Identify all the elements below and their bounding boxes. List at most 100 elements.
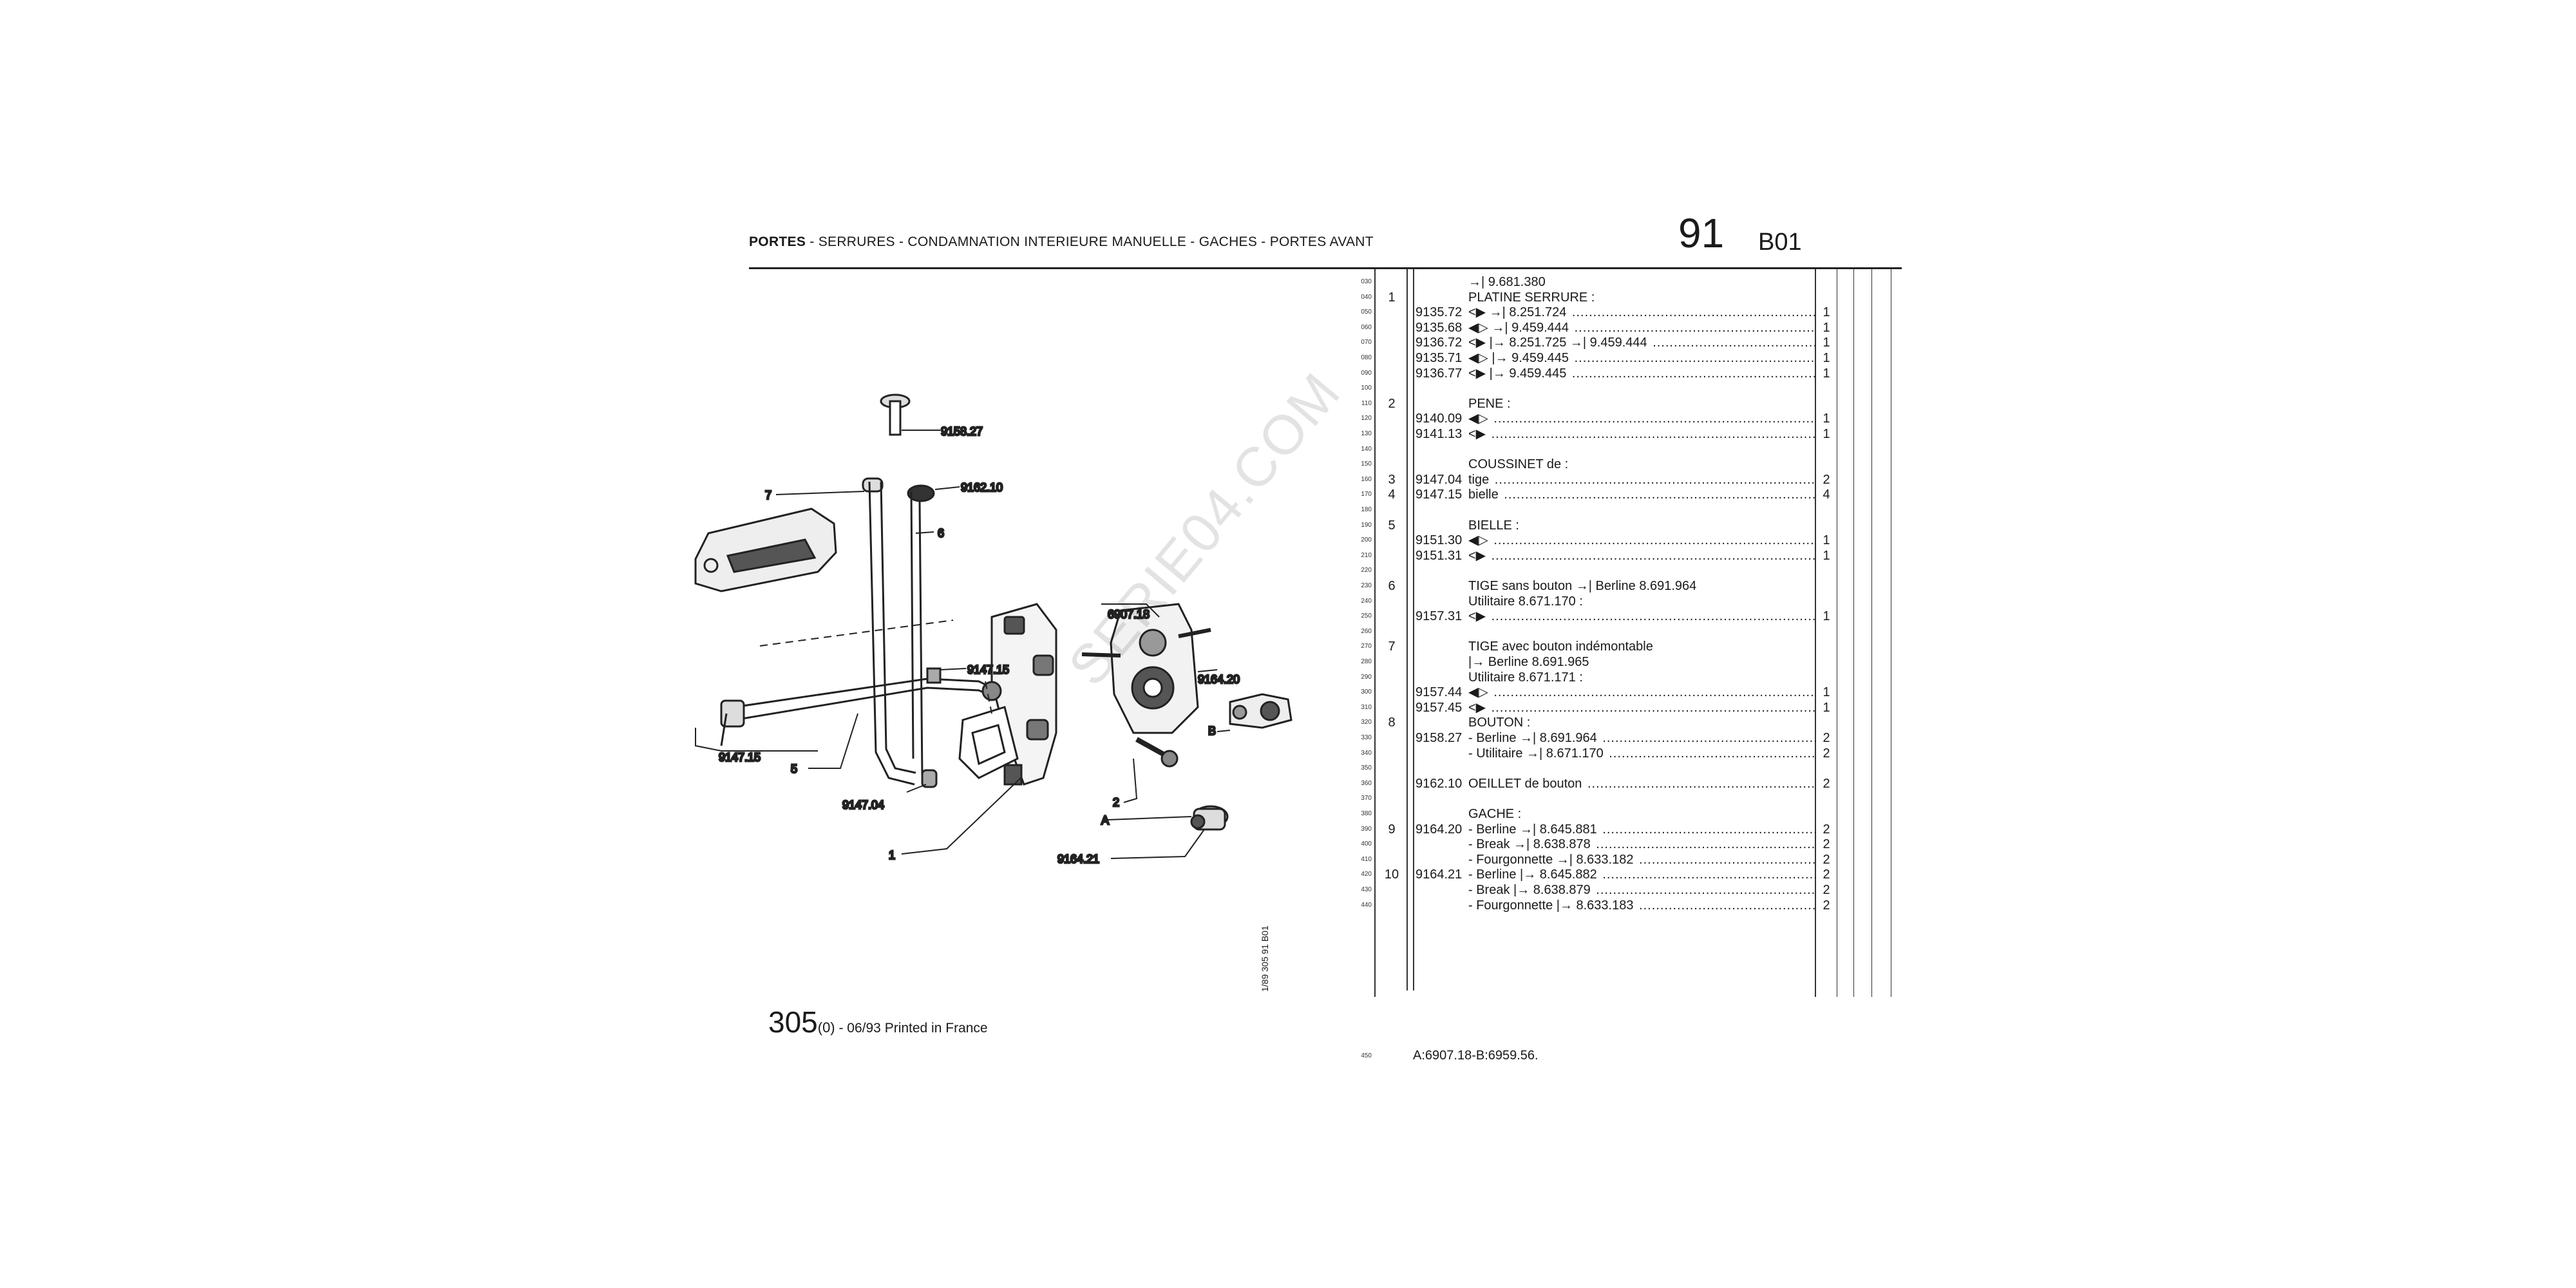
part-description: ◀▷ →| 9.459.444 — [1468, 320, 1816, 335]
seq-number: 370 — [1361, 795, 1372, 802]
callout-9147-04: 9147.04 — [842, 799, 884, 811]
table-rule-2 — [1871, 269, 1872, 997]
part-description: - Fourgonnette |→ 8.633.183 — [1468, 898, 1816, 913]
seq-number: 080 — [1361, 354, 1372, 361]
seq-number: 410 — [1361, 855, 1372, 863]
quantity: 1 — [1823, 548, 1830, 563]
model-variant: (0) — [817, 1019, 835, 1036]
seq-number: 100 — [1361, 384, 1372, 392]
seq-number: 340 — [1361, 749, 1372, 757]
quantity: 1 — [1823, 320, 1830, 335]
seq-number: 060 — [1361, 323, 1372, 331]
seq-number: 090 — [1361, 369, 1372, 377]
seq-number: 310 — [1361, 703, 1372, 711]
part-description: Utilitaire 8.671.171 : — [1468, 670, 1584, 685]
seq-number: 170 — [1361, 491, 1372, 498]
item-number: 3 — [1388, 472, 1396, 487]
part-description: ◀▷ — [1468, 533, 1816, 548]
seq-number: 120 — [1361, 415, 1372, 422]
part-description: ◀▷ |→ 9.459.445 — [1468, 351, 1816, 365]
part-reference: 9157.45 — [1416, 700, 1463, 715]
seq-number: 190 — [1361, 521, 1372, 529]
part-description: GACHE : — [1468, 807, 1523, 821]
table-rule-item — [1406, 269, 1408, 990]
seq-number: 240 — [1361, 597, 1372, 605]
part-description: - Utilitaire →| 8.671.170 — [1468, 746, 1816, 761]
part-reference: 9151.30 — [1416, 533, 1463, 548]
quantity: 2 — [1823, 852, 1830, 867]
seq-number: 030 — [1361, 278, 1372, 285]
part-description: BOUTON : — [1468, 715, 1532, 730]
callout-9147-15-top: 9147.15 — [967, 663, 1009, 676]
seq-number: 260 — [1361, 627, 1372, 635]
part-description: BIELLE : — [1468, 518, 1520, 533]
table-rule-ref — [1413, 269, 1414, 990]
quantity: 2 — [1823, 746, 1830, 761]
seq-number: 210 — [1361, 551, 1372, 559]
part-description: - Berline →| 8.691.964 — [1468, 731, 1816, 745]
seq-number: 420 — [1361, 871, 1372, 878]
seq-number: 130 — [1361, 430, 1372, 437]
callout-9164-21: 9164.21 — [1057, 853, 1099, 866]
part-description: <▶ — [1468, 548, 1816, 563]
part-description: - Break →| 8.638.878 — [1468, 837, 1816, 852]
table-rule-1 — [1853, 269, 1854, 997]
header-rule — [749, 267, 1902, 269]
quantity: 1 — [1823, 609, 1830, 624]
item-number: 2 — [1388, 396, 1396, 411]
part-reference: 9147.15 — [1416, 488, 1463, 502]
part-description: <▶ |→ 8.251.725 →| 9.459.444 — [1468, 336, 1816, 350]
seq-number: 200 — [1361, 536, 1372, 544]
item-number: 8 — [1388, 715, 1396, 730]
item-number: 5 — [1388, 518, 1396, 533]
part-description: <▶ →| 8.251.724 — [1468, 305, 1816, 320]
part-reference: 9140.09 — [1416, 412, 1463, 426]
clip-bielle — [926, 667, 942, 684]
striker-gache — [1229, 693, 1293, 729]
seq-number: 220 — [1361, 567, 1372, 574]
part-reference: 9158.27 — [1416, 731, 1463, 745]
part-reference: 9147.04 — [1416, 472, 1463, 487]
interior-handle-housing — [694, 507, 837, 592]
part-description: |→ Berline 8.691.965 — [1468, 655, 1591, 669]
seq-number: 050 — [1361, 308, 1372, 316]
latch-plate — [1081, 603, 1211, 734]
part-description: - Berline →| 8.645.881 — [1468, 822, 1816, 837]
part-reference: 9164.21 — [1416, 867, 1463, 882]
lock-button-and-rod — [862, 393, 935, 786]
part-description: - Break |→ 8.638.879 — [1468, 883, 1816, 897]
screw — [1135, 737, 1179, 768]
part-description: <▶ — [1468, 427, 1816, 441]
part-description: TIGE avec bouton indémontable — [1468, 639, 1654, 654]
seq-number: 230 — [1361, 582, 1372, 589]
seq-number: 040 — [1361, 293, 1372, 301]
seq-number: 400 — [1361, 840, 1372, 848]
callout-9158-27: 9158.27 — [941, 425, 983, 438]
seq-number: 350 — [1361, 764, 1372, 772]
item-number: 9 — [1388, 822, 1396, 837]
callout-9147-15-left: 9147.15 — [719, 751, 761, 764]
quantity: 2 — [1823, 731, 1830, 745]
part-description: ◀▷ — [1468, 685, 1816, 700]
quantity: 1 — [1823, 427, 1830, 441]
seq-number: 380 — [1361, 810, 1372, 817]
part-reference: 9136.72 — [1416, 336, 1463, 350]
callout-5: 5 — [791, 762, 797, 775]
quantity: 2 — [1823, 776, 1830, 791]
page-code: B01 — [1758, 229, 1802, 256]
title-rest: - SERRURES - CONDAMNATION INTERIEURE MAN… — [806, 234, 1374, 249]
item-number: 6 — [1388, 579, 1396, 593]
part-description: →| 9.681.380 — [1468, 275, 1547, 289]
callout-9164-20: 9164.20 — [1198, 673, 1240, 686]
part-description: <▶ — [1468, 609, 1816, 624]
quantity: 1 — [1823, 533, 1830, 548]
callout-6907-18: 6907.18 — [1108, 608, 1150, 621]
seq-number: 250 — [1361, 612, 1372, 620]
part-description: tige — [1468, 472, 1816, 487]
callout-2: 2 — [1113, 796, 1119, 809]
part-description: PENE : — [1468, 396, 1512, 411]
quantity: 2 — [1823, 867, 1830, 882]
quantity: 2 — [1823, 822, 1830, 837]
part-reference: 9135.71 — [1416, 351, 1463, 365]
diagram-reference: 1/89 305 91 B01 — [1260, 925, 1270, 992]
